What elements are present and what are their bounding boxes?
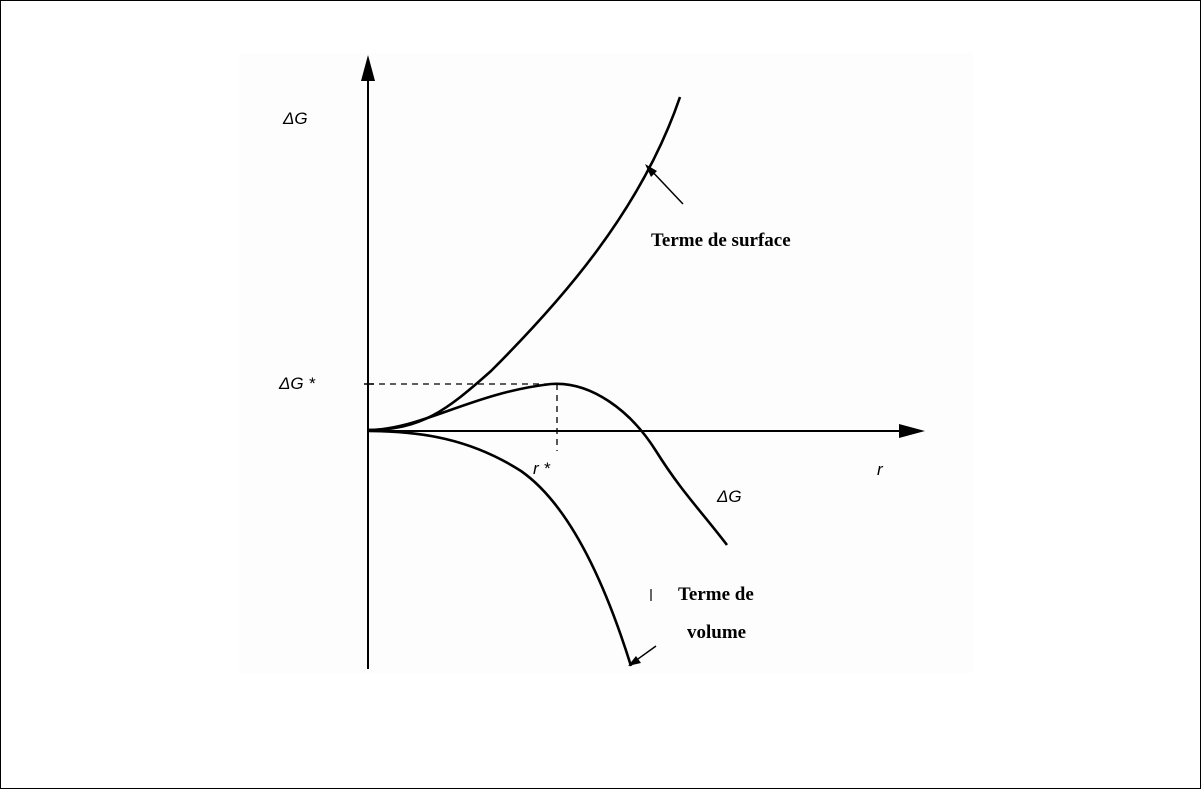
- volume-term-curve: [367, 429, 633, 667]
- total-curve-label: ΔG: [716, 487, 742, 506]
- volume-term-leader-arrow-icon: [628, 656, 641, 666]
- total-delta-g-curve: [367, 382, 729, 546]
- figure-background: [239, 53, 973, 673]
- x-axis-arrow-icon: [899, 424, 925, 438]
- y-axis-label: ΔG: [282, 109, 308, 128]
- surface-term-leader-arrow-icon: [645, 164, 657, 177]
- critical-radius-label: r *: [533, 459, 551, 478]
- volume-term-label-line1: Terme de: [678, 584, 754, 605]
- critical-energy-label: ΔG *: [278, 374, 316, 393]
- volume-term-label-line2: volume: [687, 622, 746, 643]
- x-axis-label: r: [877, 460, 884, 479]
- surface-term-label: Terme de surface: [651, 230, 791, 251]
- y-axis-arrow-icon: [361, 55, 375, 81]
